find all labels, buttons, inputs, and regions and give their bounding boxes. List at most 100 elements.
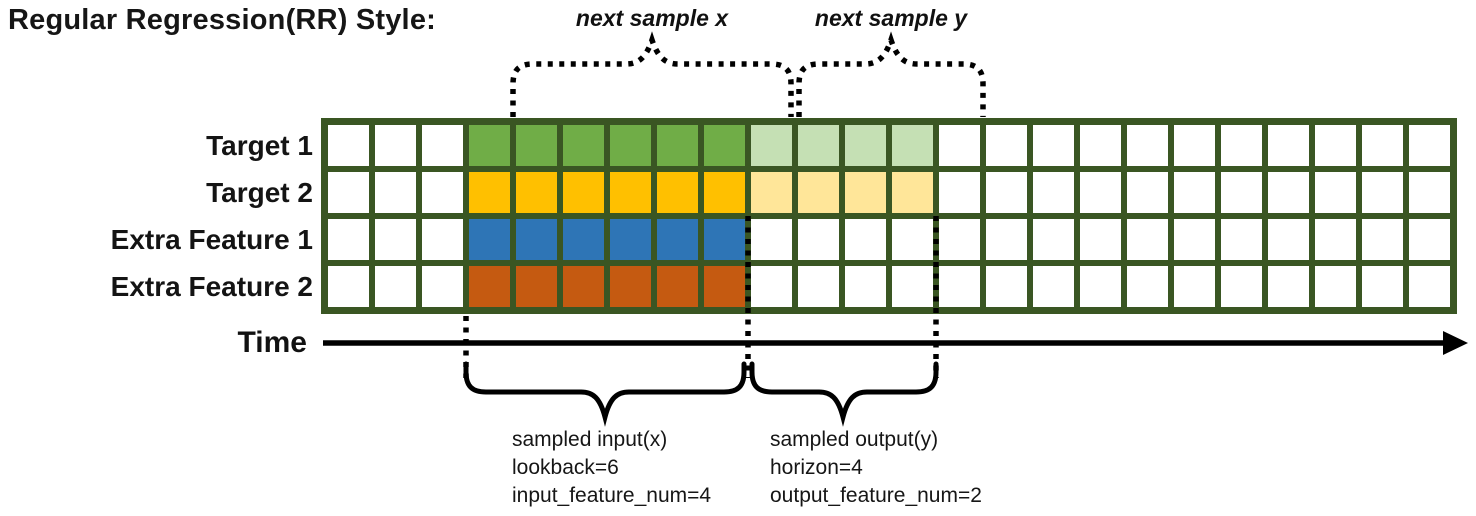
row-label-target-1: Target 1 [206,130,313,161]
grid-cell [1033,266,1074,307]
grid-cell [798,266,839,307]
sample-grid [321,118,1457,314]
grid-cell [892,172,933,213]
sampled-input-brace [463,361,747,427]
grid-cell [657,125,698,166]
grid-cell [939,172,980,213]
grid-cell [1127,219,1168,260]
grid-cell [375,125,416,166]
grid-cell [845,172,886,213]
grid-cell [1174,219,1215,260]
row-label-target-2: Target 2 [206,177,313,208]
sampled-output-line2: horizon=4 [770,456,863,479]
grid-cell [1268,125,1309,166]
grid-cell [1315,266,1356,307]
next-sample-y-label: next sample y [814,5,968,31]
grid-cell [1362,125,1403,166]
next-sample-x-label: next sample x [575,5,729,31]
grid-cell [516,219,557,260]
grid-cell [469,125,510,166]
grid-cell [422,172,463,213]
grid-cell [1174,172,1215,213]
row-label-extra-feature-1: Extra Feature 1 [110,224,313,255]
grid-cell [610,172,651,213]
sampled-input-line2: lookback=6 [512,456,619,479]
grid-cell [939,266,980,307]
sampled-input-caption: sampled input(x) lookback=6 input_featur… [512,426,711,510]
grid-cell [469,266,510,307]
grid-cell [1080,172,1121,213]
grid-cell [563,266,604,307]
grid-cell [1315,125,1356,166]
grid-cell [328,125,369,166]
grid-cell [704,266,745,307]
grid-cell [1221,266,1262,307]
time-axis-label: Time [237,326,307,359]
grid-cell [328,266,369,307]
grid-cell [1033,172,1074,213]
grid-cell [1221,172,1262,213]
grid-cell [798,219,839,260]
grid-cell [375,172,416,213]
grid-cell [751,125,792,166]
grid-cell [563,219,604,260]
grid-cell [422,125,463,166]
sampled-input-line1: sampled input(x) [512,428,668,451]
grid-cell [610,266,651,307]
grid-cell [845,266,886,307]
grid-cell [657,266,698,307]
grid-cell [1409,219,1450,260]
grid-cell [704,172,745,213]
grid-cell [1080,219,1121,260]
grid-cell [1127,266,1168,307]
grid-cell [1362,266,1403,307]
time-axis-arrowhead [1443,331,1468,355]
grid-cell [1362,219,1403,260]
grid-cell [1221,219,1262,260]
grid-cell [704,219,745,260]
grid-cell [516,266,557,307]
row-label-extra-feature-2: Extra Feature 2 [110,271,313,302]
grid-cell [751,172,792,213]
grid-cell [1033,219,1074,260]
grid-cell [469,172,510,213]
grid-cell [798,172,839,213]
grid-cell [563,172,604,213]
sampled-output-line1: sampled output(y) [770,428,939,451]
grid-cell [1362,172,1403,213]
sampled-input-line3: input_feature_num=4 [512,484,712,507]
next-sample-y-brace [796,31,986,117]
grid-cell [798,125,839,166]
grid-cell [1080,266,1121,307]
grid-cell [1315,219,1356,260]
grid-cell [1409,172,1450,213]
grid-cell [657,172,698,213]
grid-cell [1268,219,1309,260]
grid-cell [751,266,792,307]
grid-cell [704,125,745,166]
grid-cell [751,219,792,260]
sampled-output-line3: output_feature_num=2 [770,484,982,507]
grid-cell [845,125,886,166]
grid-cell [1080,125,1121,166]
grid-cell [892,266,933,307]
grid-cell [1033,125,1074,166]
grid-cell [422,266,463,307]
grid-cell [422,219,463,260]
grid-cell [657,219,698,260]
grid-cell [328,219,369,260]
grid-cell [1127,125,1168,166]
grid-cell [563,125,604,166]
grid-cell [939,219,980,260]
grid-cell [1127,172,1168,213]
grid-cell [986,266,1027,307]
grid-cell [610,219,651,260]
grid-cell [375,266,416,307]
next-sample-x-brace [510,31,794,117]
grid-cell [516,125,557,166]
grid-cell [610,125,651,166]
grid-cell [469,219,510,260]
grid-cell [1409,125,1450,166]
grid-cell [986,172,1027,213]
